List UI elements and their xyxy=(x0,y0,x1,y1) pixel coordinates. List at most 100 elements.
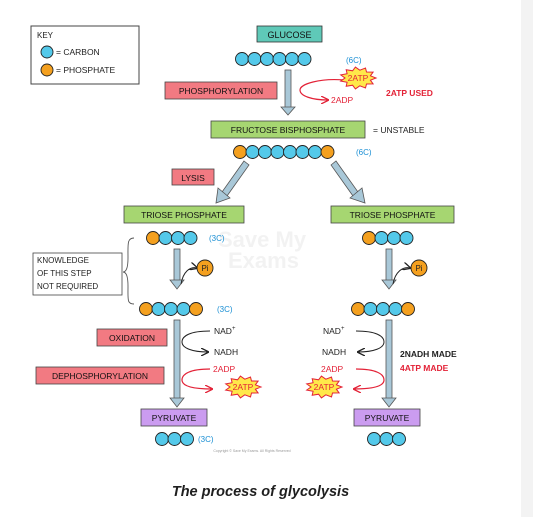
carbon-atom xyxy=(399,231,414,245)
phosphorylation-label: PHOSPHORYLATION xyxy=(179,86,263,96)
pyruvate-carbon-count: (3C) xyxy=(198,435,214,444)
triose-phosphate-molecule-left xyxy=(146,231,198,245)
carbon-atom xyxy=(295,145,310,159)
adp-label-left: 2ADP xyxy=(213,364,236,374)
carbon-atom xyxy=(247,52,262,66)
arrow-lysis-right xyxy=(330,160,366,204)
nad-label-right: NAD+ xyxy=(323,326,345,336)
carbon-atom xyxy=(388,302,403,316)
phosphate-atom xyxy=(233,145,247,159)
triose-phosphate-molecule-right xyxy=(362,231,414,245)
arrow-glucose-to-fructose xyxy=(280,69,296,116)
nad-arrow-right xyxy=(355,330,385,352)
dephosphorylation-box xyxy=(35,366,165,385)
nadh-label-left: NADH xyxy=(214,347,238,357)
glucose-box xyxy=(256,25,323,43)
fructose-bisphosphate-molecule xyxy=(233,145,335,159)
lysis-label: LYSIS xyxy=(181,173,205,183)
carbon-atom xyxy=(180,432,194,446)
carbon-atom xyxy=(176,302,191,316)
fructose-carbon-count: (6C) xyxy=(356,148,372,157)
carbon-atom xyxy=(392,432,406,446)
phosphate-atom xyxy=(146,231,160,245)
copyright-notice: Copyright © Save My Exams. All Rights Re… xyxy=(213,449,290,453)
phosphate-atom xyxy=(362,231,376,245)
key-phosphate-label: = PHOSPHATE xyxy=(56,65,115,75)
phosphate-atom xyxy=(351,302,365,316)
triose-phosphate-box-left xyxy=(123,205,245,224)
lysis-box xyxy=(171,168,215,186)
carbon-atom xyxy=(155,432,169,446)
glucose-molecule xyxy=(235,52,312,66)
phosphate-atom xyxy=(320,145,335,159)
dephosphorylation-label: DEPHOSPHORYLATION xyxy=(52,371,148,381)
carbon-atom xyxy=(387,231,401,245)
pi-label-left: Pi xyxy=(201,264,208,273)
arrow-to-pyruvate-right xyxy=(381,319,397,408)
atp-made-label: 4ATP MADE xyxy=(400,363,449,373)
carbon-atom xyxy=(270,145,285,159)
bisphosphate-molecule-right xyxy=(351,302,415,316)
atp-use-arrow xyxy=(299,79,345,100)
atp-used-label: 2ATP USED xyxy=(386,88,433,98)
phosphate-atom xyxy=(189,302,203,316)
atp-made-arrow-left xyxy=(181,368,212,389)
nadh-label-right: NADH xyxy=(322,347,346,357)
atp-star-left-label: 2ATP xyxy=(233,382,254,392)
fructose-bisphosphate-box xyxy=(210,120,366,139)
carbon-atom xyxy=(258,145,272,159)
watermark: Save My Exams xyxy=(218,227,307,273)
carbon-atom xyxy=(245,145,260,159)
carbon-atom xyxy=(376,302,390,316)
carbon-atom xyxy=(285,52,299,66)
arrow-triose-to-bisphosphate-left xyxy=(169,248,185,290)
atp-star-left: 2ATP xyxy=(224,375,263,399)
phosphorylation-box xyxy=(164,81,278,100)
adp-label-right: 2ADP xyxy=(321,364,344,374)
carbon-atom xyxy=(235,52,249,66)
right-margin-strip xyxy=(521,0,533,517)
carbon-atom xyxy=(151,302,166,316)
pi-arrow-right xyxy=(392,268,410,285)
carbon-atom xyxy=(171,231,185,245)
triose-phosphate-label-right: TRIOSE PHOSPHATE xyxy=(350,210,436,220)
carbon-atom xyxy=(283,145,297,159)
glucose-label: GLUCOSE xyxy=(267,30,311,40)
oxidation-box xyxy=(96,328,168,347)
pyruvate-label-right: PYRUVATE xyxy=(365,413,410,423)
arrow-lysis-left xyxy=(215,160,250,204)
knowledge-line-2: OF THIS STEP xyxy=(37,269,92,278)
unstable-note: = UNSTABLE xyxy=(373,125,425,135)
carbon-atom xyxy=(158,231,173,245)
carbon-atom xyxy=(379,432,394,446)
key-legend: KEY = CARBON = PHOSPHATE xyxy=(30,25,140,85)
carbon-atom xyxy=(367,432,381,446)
adp-top-label: 2ADP xyxy=(331,95,354,105)
pyruvate-molecule-left xyxy=(155,432,194,446)
phosphate-atom xyxy=(139,302,153,316)
pyruvate-label-left: PYRUVATE xyxy=(152,413,197,423)
triose-phosphate-box-right xyxy=(330,205,455,224)
carbon-atom xyxy=(260,52,274,66)
pyruvate-box-left xyxy=(140,408,208,427)
key-title: KEY xyxy=(37,31,54,40)
watermark-line-1: Save My xyxy=(218,227,307,252)
carbon-atom xyxy=(297,52,312,66)
carbon-atom xyxy=(183,231,198,245)
atp-made-arrow-right xyxy=(354,368,385,389)
knowledge-brace xyxy=(122,237,135,305)
atp-star-right-label: 2ATP xyxy=(314,382,335,392)
knowledge-not-required-note: KNOWLEDGE OF THIS STEP NOT REQUIRED xyxy=(32,237,135,305)
diagram-canvas: Save My Exams KEY = CARBON = PHOSPHATE G… xyxy=(30,25,457,453)
carbon-atom xyxy=(167,432,182,446)
arrow-to-pyruvate-left xyxy=(169,319,185,408)
watermark-line-2: Exams xyxy=(228,248,299,273)
carbon-atom xyxy=(308,145,322,159)
figure-caption: The process of glycolysis xyxy=(171,484,350,500)
nadh-made-label: 2NADH MADE xyxy=(400,349,457,359)
triose-carbon-count: (3C) xyxy=(209,234,225,243)
key-carbon-label: = CARBON xyxy=(56,47,100,57)
nad-label-left: NAD+ xyxy=(214,326,236,336)
knowledge-line-1: KNOWLEDGE xyxy=(37,256,89,265)
